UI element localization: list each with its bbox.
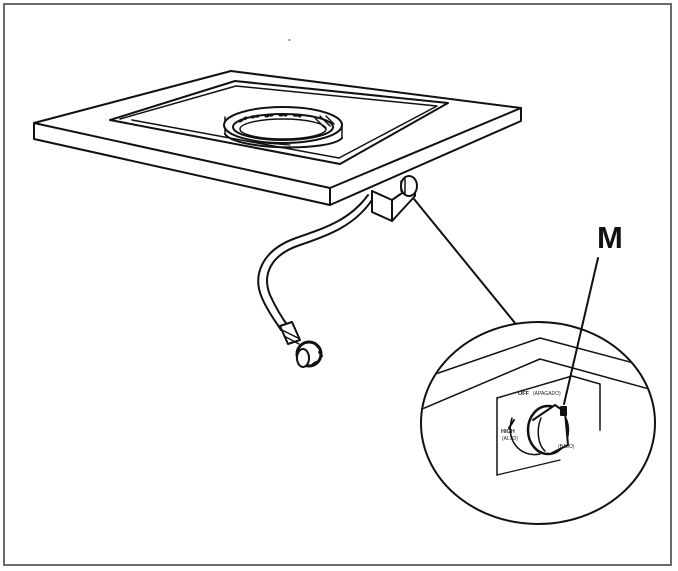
burner-ring (223, 106, 343, 149)
knob-off-spanish-label: (APAGADO) (533, 391, 561, 397)
knob-high-label: HIGH (501, 429, 515, 435)
knob-off-label: OFF (518, 391, 530, 397)
gas-hose (257, 194, 373, 331)
knob-high-spanish-label: (ALTO) (502, 436, 518, 442)
control-knob (508, 404, 570, 456)
hose-connector (279, 321, 323, 368)
knob-low-spanish-label: (BAJO) (558, 444, 575, 450)
callout-m-leader (563, 257, 599, 405)
callout-label-m: M (597, 220, 623, 255)
zoom-leader-line (413, 198, 516, 324)
control-box (371, 175, 418, 222)
